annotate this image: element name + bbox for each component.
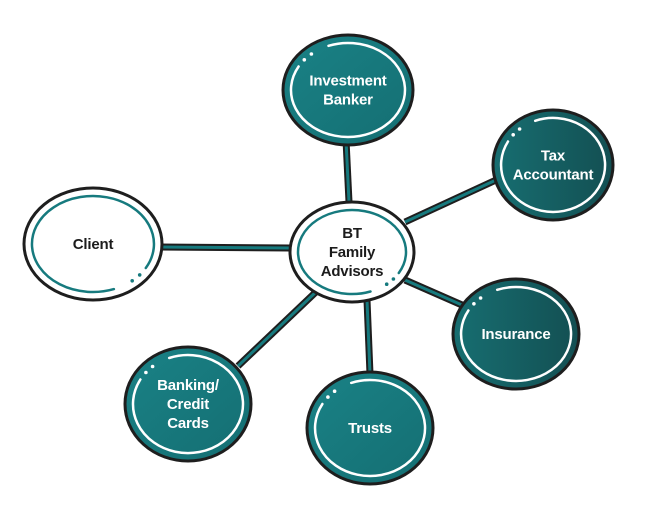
node-label: Trusts (348, 420, 392, 437)
connector-lines (157, 139, 498, 375)
node-label: Family (329, 244, 376, 261)
node-shape (288, 200, 416, 304)
node-trusts: Trusts (305, 370, 435, 486)
ring-dot (326, 395, 330, 399)
ring-dot (144, 370, 148, 375)
node-label: Accountant (513, 167, 594, 184)
node-label: Advisors (321, 263, 384, 280)
inner-ring (30, 194, 156, 294)
node-label: BT (342, 225, 362, 242)
ring-dot (511, 133, 515, 137)
node-shape (451, 277, 581, 391)
node-label: Banker (323, 92, 373, 109)
ring-dot (391, 277, 396, 281)
ring-dot (150, 364, 155, 369)
node-shape (22, 186, 164, 302)
inner-ring (289, 41, 407, 139)
ring-dot (137, 273, 142, 277)
ring-dot (384, 282, 389, 287)
ring-dot (309, 52, 314, 56)
node-label: Tax (541, 148, 566, 165)
inner-ring (296, 208, 408, 296)
inner-ring (131, 353, 245, 455)
node-client: Client (22, 186, 164, 302)
node-label: Client (73, 236, 114, 253)
ring-dot (478, 296, 483, 300)
connector-tax-accountant (403, 176, 498, 226)
nodes: InvestmentBankerTaxAccountantClientInsur… (22, 33, 615, 486)
node-label: Credit (167, 396, 209, 413)
node-shape (281, 33, 415, 147)
inner-ring (313, 378, 427, 478)
connector-insurance (403, 276, 464, 309)
connector-trusts (363, 299, 374, 375)
ring-dot (332, 389, 337, 394)
node-label: Banking/ (157, 377, 220, 394)
node-shape (491, 108, 615, 222)
ring-dot (130, 279, 134, 283)
connector-client (157, 243, 291, 252)
ring-dot (517, 127, 522, 131)
inner-ring (459, 285, 573, 383)
connector-investment-banker (342, 139, 353, 203)
node-shape (123, 345, 253, 463)
connector-banking-credit-cards (235, 287, 321, 369)
node-shape (305, 370, 435, 486)
node-label: Investment (309, 73, 386, 90)
ring-dot (302, 58, 307, 62)
inner-ring (499, 116, 607, 214)
node-label: Insurance (481, 326, 550, 343)
ring-dot (472, 302, 476, 306)
node-insurance: Insurance (451, 277, 581, 391)
node-label: Cards (167, 415, 209, 432)
